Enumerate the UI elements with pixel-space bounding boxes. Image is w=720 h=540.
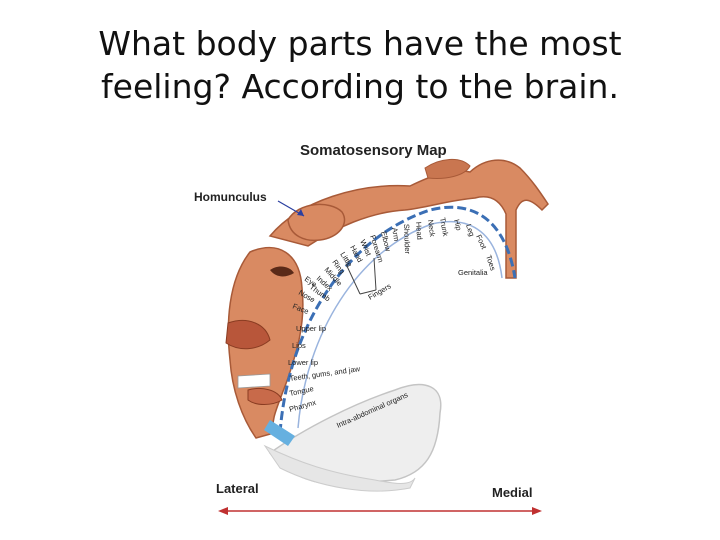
label-arm: Arm (390, 227, 401, 242)
homunculus-body (268, 159, 549, 279)
cortex-inner-arc (297, 220, 503, 429)
label-pharynx: Pharynx (288, 398, 317, 414)
homunculus-teeth (237, 373, 271, 389)
label-lower-lip: Lower lip (288, 358, 318, 367)
homunculus-eye (270, 266, 294, 277)
somatosensory-map-figure: Somatosensory Map Homunculus Toes Foot L… (170, 128, 560, 528)
map-heading: Somatosensory Map (300, 142, 447, 159)
label-foot: Foot (474, 233, 489, 251)
lateral-label: Lateral (216, 481, 259, 496)
cortex-lower-marker (264, 420, 295, 446)
label-shoulder: Shoulder (402, 224, 412, 255)
slide-title: What body parts have the most feeling? A… (0, 22, 720, 108)
arrowhead-right (532, 507, 542, 515)
label-hip: Hip (452, 218, 463, 231)
homunculus-tongue (247, 387, 283, 405)
label-genitalia: Genitalia (458, 268, 488, 277)
label-lips: Lips (292, 341, 306, 350)
label-neck: Neck (426, 219, 437, 237)
homunculus-label: Homunculus (194, 190, 267, 204)
arrowhead-left (218, 507, 228, 515)
label-leg: Leg (464, 223, 476, 238)
homunculus-hand (287, 203, 346, 242)
label-trunk: Trunk (438, 217, 450, 237)
cortex-arc (278, 205, 517, 434)
medial-label: Medial (492, 485, 532, 500)
homunculus-lips (225, 319, 271, 350)
brain-lower-lobe (263, 444, 416, 492)
label-fingers: Fingers (367, 281, 393, 301)
homunculus-pointer-arrowhead (297, 209, 304, 216)
label-tongue: Tongue (289, 384, 315, 398)
label-head: Head (414, 222, 424, 241)
homunculus-foot (424, 159, 471, 179)
title-line-2: feeling? According to the brain. (101, 67, 619, 106)
title-line-1: What body parts have the most (98, 24, 622, 63)
somatosensory-map-svg: Somatosensory Map Homunculus Toes Foot L… (194, 142, 549, 515)
fingers-bracket (345, 257, 377, 295)
inner-labels: Toes Foot Leg Hip Trunk Neck Head Should… (308, 217, 498, 304)
label-upper-lip: Upper lip (296, 324, 326, 333)
